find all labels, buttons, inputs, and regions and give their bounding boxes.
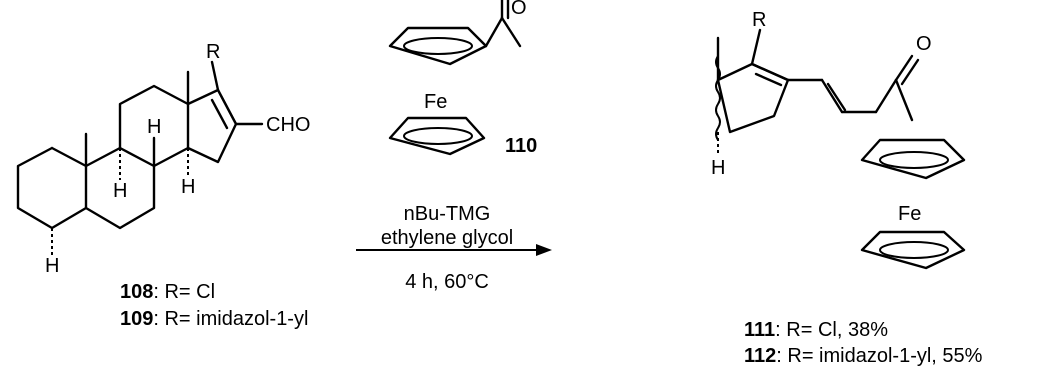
product-h-label: H [711,157,725,179]
reagent-iron-label: Fe [424,91,447,113]
condition-solvent: ethylene glycol [381,227,513,249]
compound-112-number: 112 [744,345,776,367]
condition-base: nBu-TMG [404,203,491,225]
reagent-structure [388,0,522,156]
compound-110-number: 110 [505,135,537,157]
reactant-aldehyde-label: CHO [266,114,310,136]
reagent-oxygen-label: O [511,0,527,19]
reactant-r-label: R [206,41,220,63]
reactant-structure [16,60,264,256]
compound-108-number: 108 [120,281,153,303]
compound-112-line: 112: R= imidazol-1-yl, 55% [744,345,983,367]
compound-111-text: : R= Cl, 38% [775,319,888,341]
product-r-label: R [752,9,766,31]
compound-109-number: 109 [120,308,153,330]
compound-111-line: 111: R= Cl, 38% [744,319,888,341]
product-iron-label: Fe [898,203,921,225]
compound-109-text: : R= imidazol-1-yl [153,308,308,330]
compound-112-text: : R= imidazol-1-yl, 55% [776,345,982,367]
reactant-h-label-14: H [181,176,195,198]
compound-108-text: : R= Cl [153,281,215,303]
reactant-h-label-5: H [45,255,59,277]
compound-109-line: 109: R= imidazol-1-yl [120,308,308,330]
reactant-h-label-8: H [147,116,161,138]
product-oxygen-label: O [916,33,932,55]
condition-time-temperature: 4 h, 60°C [405,271,489,293]
product-structure [715,28,966,270]
compound-111-number: 111 [744,319,775,341]
reaction-arrow [356,244,552,256]
compound-108-line: 108: R= Cl [120,281,215,303]
reactant-h-label-9: H [113,180,127,202]
